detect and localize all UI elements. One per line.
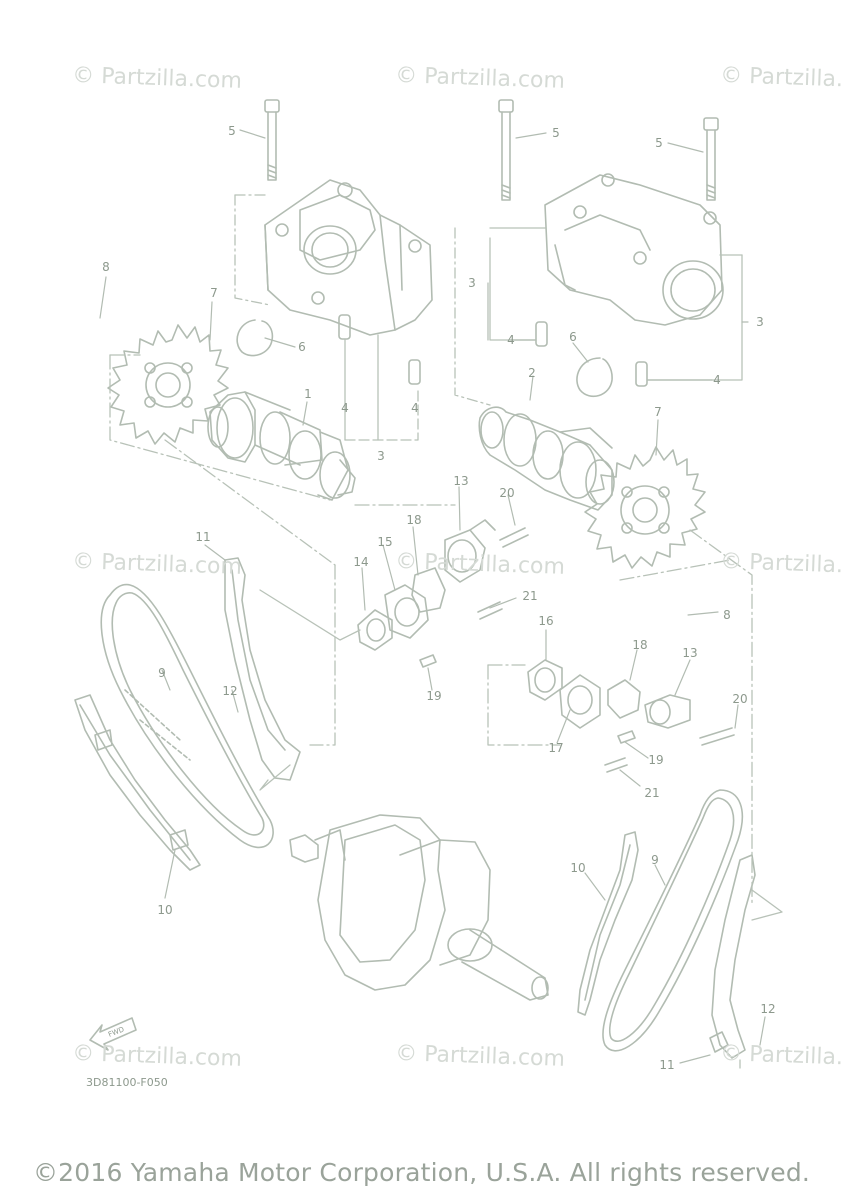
left-camshaft	[207, 391, 356, 501]
watermark: © Partzilla.com	[395, 1041, 566, 1072]
watermark: © Partzilla.com	[720, 1041, 843, 1072]
callout-6: 6	[298, 340, 306, 354]
callout-13: 13	[453, 474, 468, 488]
diagram-code: 3D81100-F050	[86, 1076, 168, 1089]
callout-12: 12	[222, 684, 237, 698]
callout-4: 4	[713, 373, 721, 387]
callout-12: 12	[760, 1002, 775, 1016]
left-timing-chain	[100, 583, 274, 849]
copyright-footer: ©2016 Yamaha Motor Corporation, U.S.A. A…	[32, 1158, 811, 1187]
callout-5: 5	[228, 124, 236, 138]
callout-8: 8	[102, 260, 110, 274]
watermark: © Partzilla.com	[72, 1041, 243, 1072]
callout-10: 10	[570, 861, 585, 875]
watermark: © Partzilla.com	[395, 549, 566, 580]
right-tensioner-parts	[527, 659, 735, 773]
watermark: © Partzilla.com	[720, 63, 843, 94]
callout-16: 16	[538, 614, 553, 628]
callout-9: 9	[651, 853, 659, 867]
callout-5: 5	[552, 126, 560, 140]
callout-21: 21	[522, 589, 537, 603]
right-chain-guide-10	[577, 831, 639, 1016]
callout-2: 2	[528, 366, 536, 380]
callout-frames	[109, 194, 783, 1069]
bolt-5b	[498, 99, 514, 201]
callout-4: 4	[411, 401, 419, 415]
callout-19: 19	[426, 689, 441, 703]
watermark: © Partzilla.com	[72, 63, 243, 94]
right-camshaft	[478, 406, 615, 511]
callout-11: 11	[195, 530, 210, 544]
callout-3: 3	[377, 449, 385, 463]
leader-lines	[99, 129, 766, 1064]
circlips	[236, 319, 613, 398]
left-camshaft-cap	[264, 179, 433, 336]
callout-19: 19	[648, 753, 663, 767]
left-chain-guide-10	[74, 694, 201, 871]
callout-18: 18	[406, 513, 421, 527]
left-tensioner-parts	[357, 519, 529, 668]
bolt-5c	[703, 117, 719, 201]
callout-14: 14	[353, 555, 368, 569]
callout-3: 3	[468, 276, 476, 290]
callout-17: 17	[548, 741, 563, 755]
callout-4: 4	[341, 401, 349, 415]
callout-1: 1	[304, 387, 312, 401]
callout-7: 7	[654, 405, 662, 419]
right-cam-sprocket	[584, 446, 706, 569]
callout-3: 3	[756, 315, 764, 329]
callout-10: 10	[157, 903, 172, 917]
callout-7: 7	[210, 286, 218, 300]
callout-9: 9	[158, 666, 166, 680]
callout-5: 5	[655, 136, 663, 150]
dowel-pins	[338, 314, 648, 387]
callout-4: 4	[507, 333, 515, 347]
callout-11: 11	[659, 1058, 674, 1072]
left-cam-sprocket	[107, 324, 229, 445]
right-timing-chain	[602, 789, 744, 1052]
watermark: © Partzilla.com	[72, 549, 243, 580]
callout-20: 20	[732, 692, 747, 706]
right-camshaft-cap	[544, 173, 724, 326]
right-chain-guide-11	[709, 854, 756, 1059]
callout-6: 6	[569, 330, 577, 344]
callout-15: 15	[377, 535, 392, 549]
callout-13: 13	[682, 646, 697, 660]
watermark: © Partzilla.com	[720, 549, 843, 580]
left-chain-guide-11	[224, 557, 301, 781]
callout-21: 21	[644, 786, 659, 800]
callout-8: 8	[723, 608, 731, 622]
watermark: © Partzilla.com	[395, 63, 566, 94]
fwd-arrow-icon	[89, 1017, 137, 1051]
bolt-5a	[264, 99, 280, 181]
crankshaft	[289, 814, 549, 1001]
callout-20: 20	[499, 486, 514, 500]
callout-18: 18	[632, 638, 647, 652]
